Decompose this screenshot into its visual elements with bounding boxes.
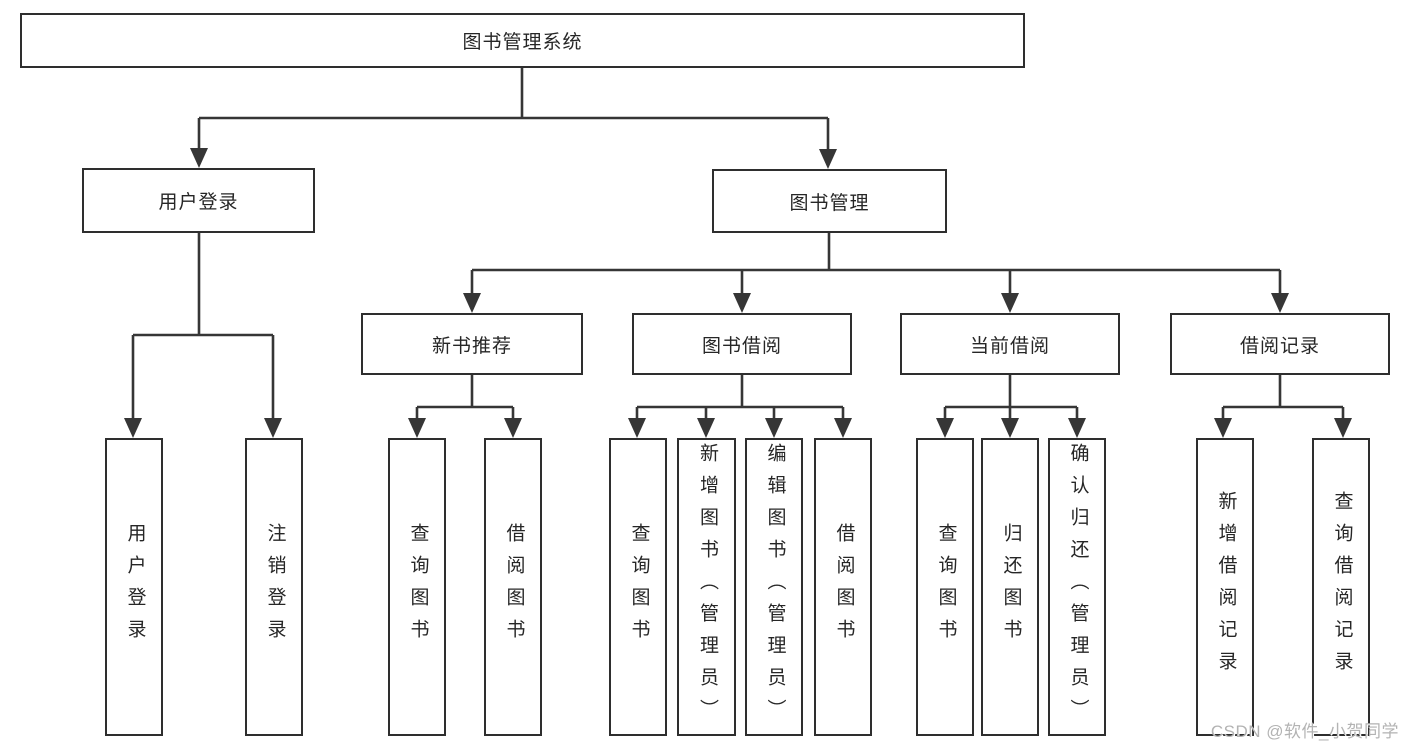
- leaf-return-books: 归还图书: [981, 438, 1039, 736]
- arrowhead-icon: [1271, 293, 1289, 313]
- leaf-logout-label: 注销登录: [264, 523, 286, 651]
- arrowhead-icon: [1068, 418, 1086, 438]
- arrowhead-icon: [765, 418, 783, 438]
- arrowhead-icon: [628, 418, 646, 438]
- leaf-query-books-3-label: 查询图书: [935, 523, 957, 651]
- arrowhead-icon: [264, 418, 282, 438]
- leaf-query-books-1: 查询图书: [388, 438, 446, 736]
- leaf-borrow-books-1: 借阅图书: [484, 438, 542, 736]
- leaf-query-books-1-label: 查询图书: [407, 523, 429, 651]
- node-root: 图书管理系统: [20, 13, 1025, 68]
- leaf-query-books-2-label: 查询图书: [628, 523, 650, 651]
- arrowhead-icon: [834, 418, 852, 438]
- leaf-edit-book-admin: 编辑图书（管理员）: [745, 438, 803, 736]
- node-book-management-label: 图书管理: [789, 192, 870, 214]
- leaf-return-books-label: 归还图书: [1000, 523, 1022, 651]
- arrowhead-icon: [1001, 293, 1019, 313]
- node-book-borrowing-label: 图书借阅: [701, 335, 782, 357]
- arrowhead-icon: [697, 418, 715, 438]
- node-current-borrowing-label: 当前借阅: [969, 335, 1050, 357]
- node-borrowing-records: 借阅记录: [1170, 313, 1390, 375]
- node-book-management: 图书管理: [712, 169, 947, 233]
- arrowhead-icon: [504, 418, 522, 438]
- node-new-book-recommend: 新书推荐: [361, 313, 583, 375]
- leaf-borrow-books-2: 借阅图书: [814, 438, 872, 736]
- leaf-add-borrow-record: 新增借阅记录: [1196, 438, 1254, 736]
- arrowhead-icon: [819, 149, 837, 169]
- leaf-query-books-2: 查询图书: [609, 438, 667, 736]
- node-user-login-label: 用户登录: [158, 192, 239, 213]
- leaf-borrow-books-2-label: 借阅图书: [833, 523, 855, 651]
- arrowhead-icon: [463, 293, 481, 313]
- arrowhead-icon: [124, 418, 142, 438]
- node-new-book-recommend-label: 新书推荐: [431, 335, 512, 357]
- node-current-borrowing: 当前借阅: [900, 313, 1120, 375]
- arrowhead-icon: [190, 148, 208, 168]
- arrowhead-icon: [1334, 418, 1352, 438]
- arrowhead-icon: [733, 293, 751, 313]
- arrowhead-icon: [1214, 418, 1232, 438]
- watermark: CSDN @软件_小贺同学: [1210, 722, 1399, 741]
- node-book-borrowing: 图书借阅: [632, 313, 852, 375]
- leaf-edit-book-admin-label: 编辑图书（管理员）: [764, 443, 786, 731]
- leaf-add-borrow-record-label: 新增借阅记录: [1215, 491, 1237, 683]
- leaf-query-borrow-record: 查询借阅记录: [1312, 438, 1370, 736]
- leaf-query-books-3: 查询图书: [916, 438, 974, 736]
- leaf-confirm-return-admin: 确认归还（管理员）: [1048, 438, 1106, 736]
- arrowhead-icon: [408, 418, 426, 438]
- arrowhead-icon: [1001, 418, 1019, 438]
- leaf-add-book-admin-label: 新增图书（管理员）: [696, 443, 718, 731]
- leaf-logout: 注销登录: [245, 438, 303, 736]
- node-user-login: 用户登录: [82, 168, 315, 233]
- arrowhead-icon: [936, 418, 954, 438]
- leaf-user-login: 用户登录: [105, 438, 163, 736]
- leaf-add-book-admin: 新增图书（管理员）: [677, 438, 736, 736]
- node-root-label: 图书管理系统: [462, 32, 583, 53]
- leaf-user-login-label: 用户登录: [124, 523, 146, 651]
- leaf-confirm-return-admin-label: 确认归还（管理员）: [1067, 443, 1089, 731]
- leaf-borrow-books-1-label: 借阅图书: [503, 523, 525, 651]
- leaf-query-borrow-record-label: 查询借阅记录: [1331, 491, 1353, 683]
- node-borrowing-records-label: 借阅记录: [1239, 335, 1320, 357]
